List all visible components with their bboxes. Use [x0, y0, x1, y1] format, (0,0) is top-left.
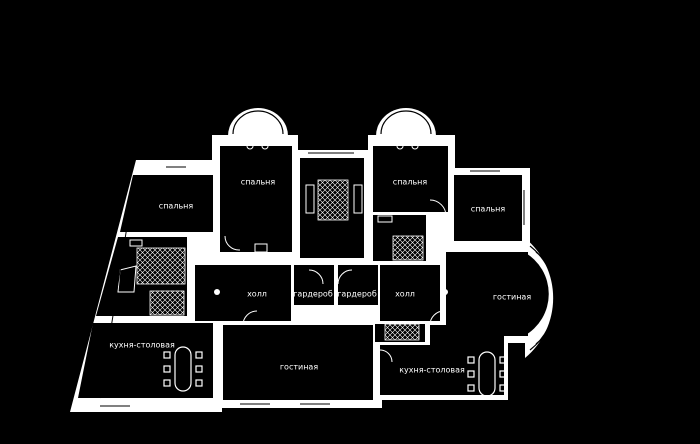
- room-hall-right: [380, 265, 440, 321]
- room-living-center: [223, 325, 373, 400]
- label-bedroom-center-right: спальня: [393, 178, 428, 187]
- label-bedroom-right: спальня: [471, 205, 506, 214]
- label-hall-left: холл: [247, 290, 267, 299]
- dining-table-left: [163, 346, 203, 392]
- label-living-center: гостиная: [280, 363, 318, 372]
- doors: [194, 199, 447, 363]
- label-kitchen-right: кухня-столовая: [399, 366, 465, 375]
- label-bedroom-left: спальня: [159, 202, 194, 211]
- label-living-right: гостиная: [493, 293, 531, 302]
- room-wardrobe-right: [338, 265, 378, 305]
- label-wardrobe-right: гардероб: [337, 290, 377, 299]
- bay-windows: [232, 110, 560, 351]
- label-hall-right: холл: [395, 290, 415, 299]
- windows: [99, 152, 525, 407]
- label-wardrobe-left: гардероб: [293, 290, 333, 299]
- tiled-areas: [136, 179, 424, 341]
- label-kitchen-left: кухня-столовая: [109, 341, 175, 350]
- room-hall-left: [195, 265, 291, 321]
- room-wardrobe-left: [294, 265, 334, 305]
- room-kitchen-left: [78, 323, 213, 398]
- room-bedroom-left: [120, 175, 213, 232]
- room-labels: спальня спальня спальня спальня холл гар…: [109, 178, 531, 375]
- room-living-right: [446, 252, 528, 336]
- dining-table-right: [467, 351, 507, 397]
- fixtures: [117, 142, 419, 293]
- room-bedroom-center-left: [220, 146, 292, 252]
- label-bedroom-center-left: спальня: [241, 178, 276, 187]
- room-bedroom-right: [454, 175, 522, 241]
- columns: [214, 289, 448, 295]
